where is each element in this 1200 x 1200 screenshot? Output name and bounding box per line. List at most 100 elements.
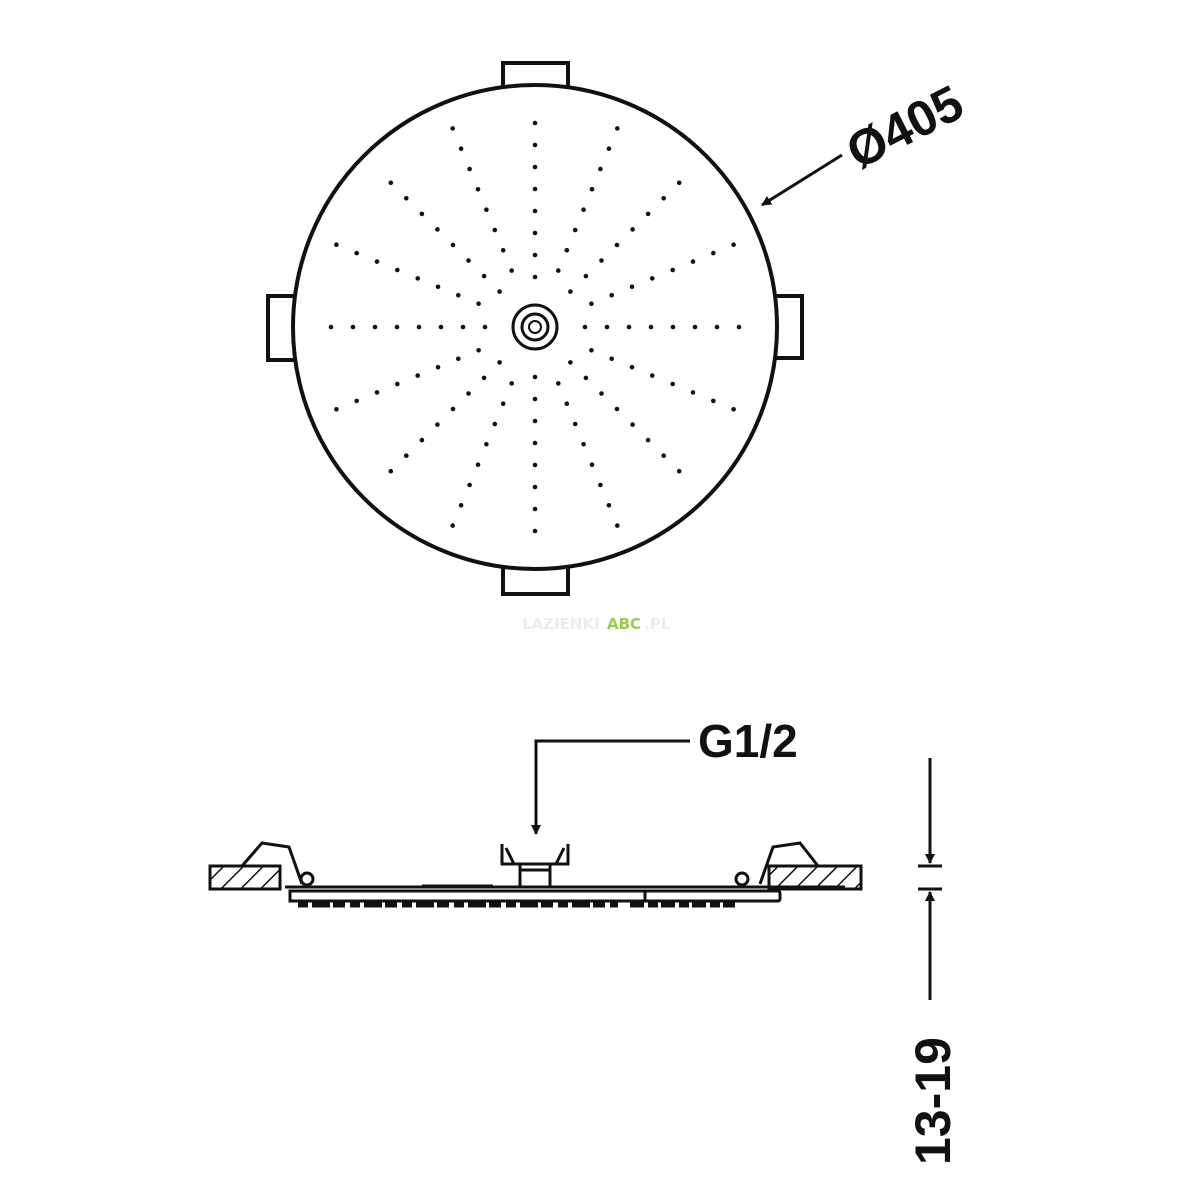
nozzle-dot: [476, 348, 481, 353]
side-view: [208, 841, 863, 908]
nozzle-dot: [395, 381, 400, 387]
nozzle-dot: [458, 146, 464, 151]
nozzle-dot: [497, 360, 502, 365]
nozzle-dot: [334, 407, 339, 412]
nozzle-dot: [609, 292, 614, 298]
nozzle-dot: [568, 289, 573, 294]
nozzle-dot: [394, 324, 400, 330]
nozzle-dot: [354, 398, 360, 404]
nozzle-dot: [589, 187, 595, 192]
nozzle-dot: [572, 421, 578, 427]
nozzle-dot: [467, 482, 472, 488]
nozzle-dot: [467, 166, 472, 172]
nozzle-dot: [438, 324, 444, 330]
nozzle-dot: [404, 453, 409, 459]
nozzle-dot: [598, 166, 603, 172]
nozzle-dot: [645, 211, 651, 217]
nozzle-dot: [372, 324, 378, 330]
nozzle-dot: [692, 324, 698, 330]
nozzle-dot: [404, 196, 409, 201]
nozzle-dot: [492, 227, 498, 233]
nozzle-dot: [583, 273, 589, 279]
nozzle-dot: [328, 324, 334, 330]
nozzle-dot: [661, 453, 666, 459]
diameter-label: Ø405: [838, 74, 972, 179]
nozzle-dot: [481, 375, 487, 381]
nozzle-dot: [532, 528, 538, 534]
nozzle-dot: [450, 126, 456, 131]
nozzle-dot: [676, 180, 682, 186]
nozzle-dot: [564, 401, 570, 407]
nozzle-dot: [416, 324, 422, 330]
nozzle-dot: [629, 364, 635, 370]
nozzle-dot: [435, 364, 441, 370]
nozzle-dot: [589, 348, 594, 353]
nozzle-dot: [532, 274, 538, 280]
thread-leader: [531, 739, 690, 835]
nozzle-dot: [435, 422, 440, 427]
nozzle-dot: [650, 373, 655, 378]
nozzle-dot: [630, 422, 635, 427]
nozzle-dot: [388, 468, 394, 474]
watermark-part2: ABC: [607, 615, 641, 633]
nozzle-dot: [670, 381, 675, 387]
nozzle-dot: [532, 230, 538, 236]
nozzle-dot: [374, 259, 380, 264]
nozzle-dot: [497, 289, 502, 294]
nozzle-dot: [556, 381, 561, 386]
nozzle-dot: [556, 268, 561, 273]
nozzle-dot: [670, 324, 676, 330]
nozzle-dot: [606, 503, 612, 508]
nozzle-dot: [581, 207, 586, 212]
nozzle-dot: [484, 442, 489, 447]
nozzle-dot: [650, 276, 655, 281]
nozzle-dot: [458, 503, 464, 508]
nozzle-dot: [532, 462, 538, 468]
nozzle-dot: [614, 242, 620, 248]
nozzle-dot: [589, 301, 594, 307]
nozzle-dot: [690, 259, 696, 264]
nozzle-dot: [670, 267, 675, 273]
watermark-part1: LAZIENKI: [522, 615, 600, 633]
clip-right: [758, 841, 820, 885]
nozzle-dot: [711, 250, 716, 256]
nozzle-dot: [532, 506, 538, 512]
nozzle-dot: [609, 356, 614, 362]
nozzle-dot: [731, 407, 736, 412]
center-inlet-outer: [511, 303, 559, 351]
clip-pivot-right: [734, 871, 750, 887]
nozzle-dot: [435, 227, 440, 232]
watermark: LAZIENKI ABC .PL: [522, 615, 671, 633]
nozzle-dot: [456, 356, 461, 362]
nozzle-dot: [648, 324, 654, 330]
nozzle-dot: [599, 391, 604, 396]
nozzle-dot: [583, 375, 589, 381]
center-inlet-inner: [520, 312, 550, 342]
nozzle-dot: [661, 196, 666, 201]
nozzle-dot: [435, 284, 441, 290]
nozzle-dot: [350, 324, 356, 330]
nozzle-dot: [532, 418, 538, 424]
nozzle-dot: [532, 440, 538, 446]
nozzle-dot: [690, 390, 696, 395]
nozzle-dot: [484, 207, 489, 212]
nozzle-dot: [532, 120, 538, 126]
nozzle-dot: [711, 398, 716, 404]
nozzle-dot: [419, 211, 425, 217]
nozzle-dot: [532, 374, 538, 380]
nozzle-dot: [532, 208, 538, 214]
nozzle-dot: [500, 248, 506, 253]
nozzle-dot: [568, 360, 573, 365]
nozzle-dot: [532, 186, 538, 192]
nozzle-dot: [736, 324, 742, 330]
height-dimension: [918, 758, 942, 1000]
nozzle-dot: [509, 381, 514, 386]
nozzle-dot: [581, 442, 586, 447]
nozzle-dot: [419, 437, 425, 443]
nozzle-dot: [598, 482, 603, 488]
ceiling-section-left: [208, 864, 282, 891]
nozzle-dot: [395, 267, 400, 273]
nozzle-dot: [630, 227, 635, 232]
